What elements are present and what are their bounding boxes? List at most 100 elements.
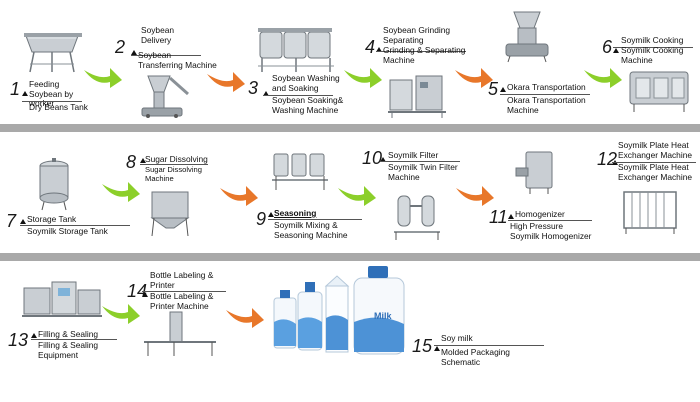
soy-milk-bottles-image: Milk bbox=[270, 264, 410, 356]
step-name: Storage Tank bbox=[27, 214, 77, 224]
bottle-labeling-printer-machine-image bbox=[144, 311, 216, 358]
label-underline bbox=[20, 225, 130, 226]
label-underline bbox=[263, 95, 333, 96]
step-number: 15 bbox=[412, 336, 433, 356]
triangle-marker-icon bbox=[22, 91, 28, 96]
label-underline bbox=[508, 220, 592, 221]
step-name: Sugar Dissolving bbox=[145, 154, 208, 164]
step-name: Feeding Soybean by worker bbox=[29, 79, 74, 109]
step-name: Soymilk Cooking bbox=[621, 35, 684, 45]
step-name: Soybean Washing and Soaking bbox=[272, 73, 340, 93]
step-machine: Soybean Transferring Machine bbox=[138, 50, 217, 70]
triangle-marker-icon bbox=[376, 47, 382, 52]
step-machine: Soymilk Mixing & Seasoning Machine bbox=[274, 220, 348, 240]
step-machine: Filling & Sealing Equipment bbox=[38, 340, 99, 360]
step-machine: Soymilk Twin Filter Machine bbox=[388, 162, 458, 182]
step-name: Soybean Delivery bbox=[141, 25, 175, 45]
soymilk-storage-tank-image bbox=[36, 158, 72, 211]
flow-arrow-icon bbox=[342, 64, 384, 90]
flow-arrow-icon bbox=[82, 64, 124, 90]
soybean-transferring-machine-image bbox=[140, 74, 192, 118]
label-underline bbox=[376, 51, 466, 52]
high-pressure-homogenizer-image bbox=[515, 150, 556, 194]
row-divider-2 bbox=[0, 253, 700, 261]
flow-arrow-icon bbox=[100, 300, 142, 326]
flow-arrow-icon bbox=[582, 64, 624, 90]
label-underline bbox=[500, 94, 590, 95]
triangle-marker-icon bbox=[20, 219, 26, 224]
flow-arrow-icon bbox=[100, 178, 142, 204]
soybean-soaking-washing-machine-image bbox=[256, 22, 336, 74]
step-number: 6 bbox=[602, 37, 613, 57]
step-name: Soy milk bbox=[441, 333, 473, 343]
step-machine: Molded Packaging Schematic bbox=[441, 347, 510, 367]
sugar-dissolving-machine-image bbox=[150, 190, 192, 238]
step-name: Okara Transportation bbox=[507, 82, 586, 92]
label-underline bbox=[380, 161, 460, 162]
triangle-marker-icon bbox=[140, 158, 146, 163]
step-name: Soybean Grinding Separating bbox=[383, 25, 451, 45]
step-number: 3 bbox=[248, 78, 259, 98]
flow-arrow-icon bbox=[454, 182, 496, 208]
triangle-marker-icon bbox=[268, 212, 274, 217]
step-machine: High Pressure Soymilk Homogenizer bbox=[510, 221, 592, 241]
label-underline bbox=[131, 55, 201, 56]
step-name: Filling & Sealing bbox=[38, 329, 99, 339]
triangle-marker-icon bbox=[142, 292, 148, 297]
triangle-marker-icon bbox=[380, 157, 386, 162]
label-underline bbox=[268, 219, 362, 220]
plate-heat-exchanger-image bbox=[622, 190, 678, 234]
triangle-marker-icon bbox=[508, 214, 514, 219]
soymilk-mixing-seasoning-machine-image bbox=[272, 150, 328, 192]
dry-beans-tank-image bbox=[22, 30, 84, 74]
soymilk-twin-filter-machine-image bbox=[392, 192, 442, 240]
flow-arrow-icon bbox=[336, 182, 378, 208]
flow-arrow-icon bbox=[218, 182, 260, 208]
step-name: Soymilk Filter bbox=[388, 150, 439, 160]
label-underline bbox=[31, 339, 117, 340]
step-number: 10 bbox=[362, 148, 383, 168]
triangle-marker-icon bbox=[613, 48, 619, 53]
step-name: Bottle Labeling & Printer bbox=[150, 270, 214, 290]
step-name: Seasoning bbox=[274, 208, 317, 218]
product-label: Milk bbox=[374, 311, 392, 321]
triangle-marker-icon bbox=[31, 333, 37, 338]
grinder-hopper-image bbox=[500, 10, 556, 63]
step-name: Soymilk Plate Heat Exchanger Machine bbox=[618, 140, 693, 160]
step-number: 2 bbox=[115, 37, 126, 57]
step-name: Homogenizer bbox=[515, 209, 565, 219]
row-divider-1 bbox=[0, 124, 700, 132]
step-number: 1 bbox=[10, 79, 21, 99]
step-machine: Soymilk Storage Tank bbox=[27, 226, 108, 236]
step-machine: Soymilk Plate Heat Exchanger Machine bbox=[618, 162, 693, 182]
step-machine: Soymilk Cooking Machine bbox=[621, 45, 684, 65]
step-number: 12 bbox=[597, 149, 618, 169]
step-machine: Soybean Soaking& Washing Machine bbox=[272, 95, 344, 115]
step-machine: Okara Transportation Machine bbox=[507, 95, 586, 115]
step-machine: Sugar Dissolving Machine bbox=[145, 165, 202, 183]
flow-arrow-icon bbox=[224, 304, 266, 330]
step-number: 4 bbox=[365, 37, 376, 57]
grinding-separating-machine-image bbox=[388, 72, 446, 118]
step-number: 13 bbox=[8, 330, 29, 350]
flow-arrow-icon bbox=[453, 64, 495, 90]
flow-arrow-icon bbox=[205, 68, 247, 94]
step-number: 7 bbox=[6, 211, 17, 231]
label-underline bbox=[22, 101, 82, 102]
triangle-marker-icon bbox=[434, 346, 440, 351]
label-underline bbox=[140, 164, 208, 165]
triangle-marker-icon bbox=[500, 87, 506, 92]
label-underline bbox=[142, 291, 226, 292]
label-underline bbox=[612, 162, 696, 163]
filling-sealing-equipment-image bbox=[22, 280, 102, 324]
step-machine: Bottle Labeling & Printer Machine bbox=[150, 291, 214, 311]
step-number: 8 bbox=[126, 152, 137, 172]
step-machine: Grinding & Separating Machine bbox=[383, 45, 466, 65]
label-underline bbox=[613, 47, 693, 48]
step-number: 9 bbox=[256, 209, 267, 229]
step-number: 5 bbox=[488, 79, 499, 99]
triangle-marker-icon bbox=[131, 50, 137, 55]
step-number: 11 bbox=[489, 207, 508, 227]
label-underline bbox=[434, 345, 544, 346]
soymilk-cooking-machine-image bbox=[628, 68, 692, 112]
